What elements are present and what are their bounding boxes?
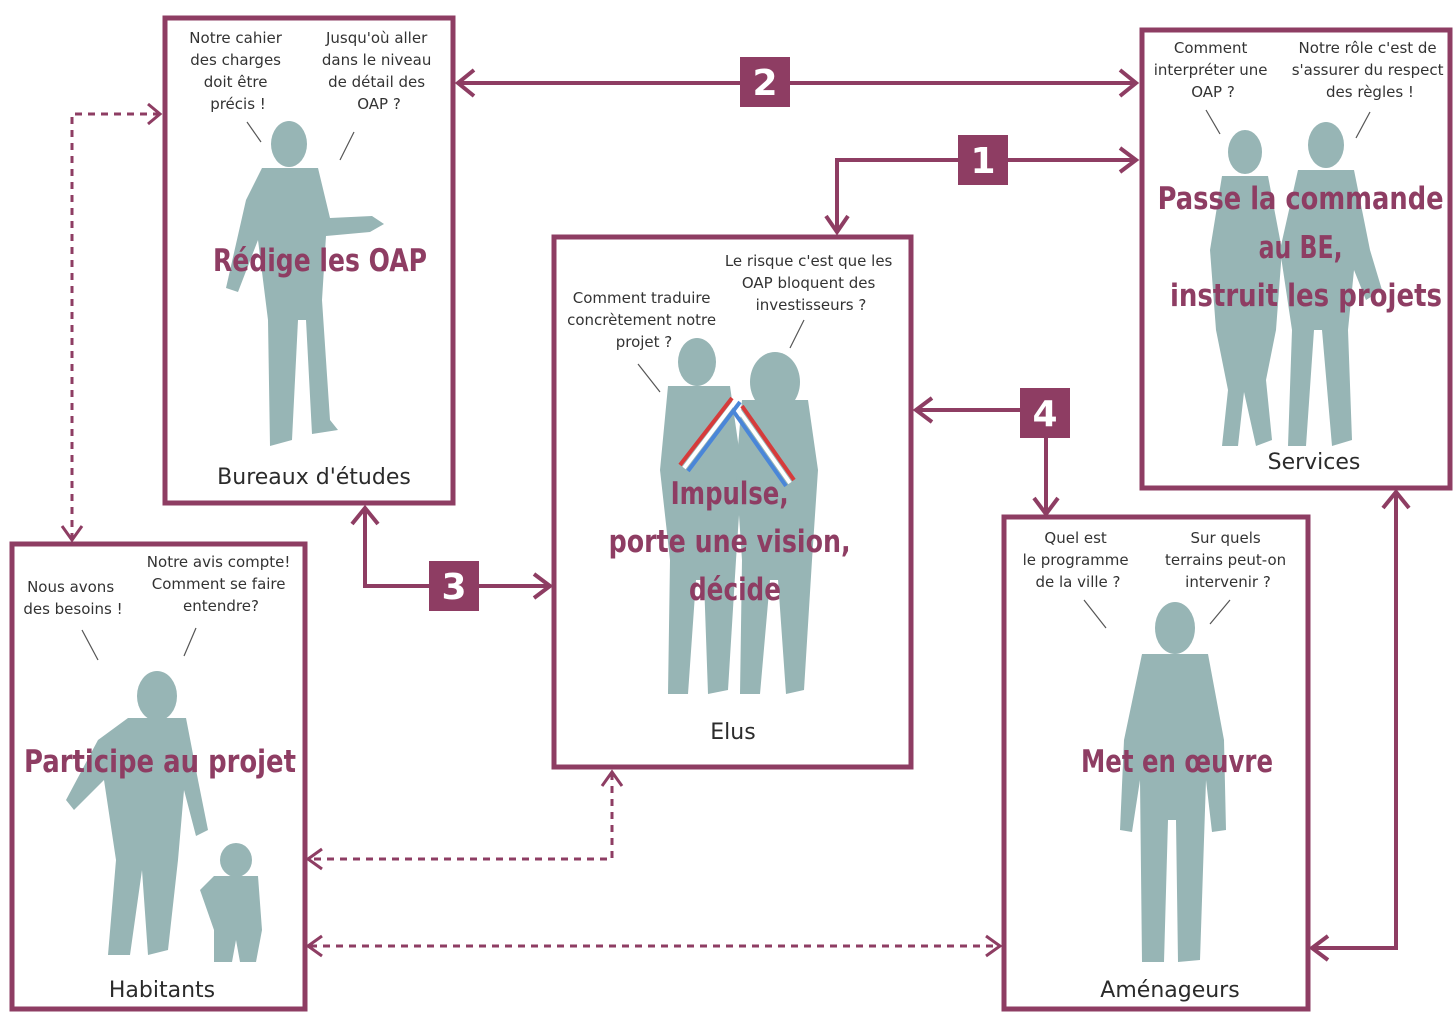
bureaux-person-silhouette xyxy=(226,121,384,446)
services-bubble-2: Notre rôle c'est de s'assurer du respect… xyxy=(1292,39,1449,101)
services-role: Passe la commande au BE, instruit les pr… xyxy=(1158,181,1453,314)
link-services-amenageurs xyxy=(1313,494,1398,950)
link-habitants-amenageurs-head-habitants xyxy=(305,934,323,958)
services-name: Services xyxy=(1268,450,1361,475)
link-2-head-services xyxy=(1118,68,1140,98)
link-4-head-elus xyxy=(912,396,934,424)
amenageurs-bubble-1: Quel est le programme de la ville ? xyxy=(1023,529,1134,591)
link-1-elus-services xyxy=(835,158,1134,230)
services-bubble-1: Comment interpréter une OAP ? xyxy=(1154,39,1273,101)
amenageurs-role: Met en œuvre xyxy=(1081,744,1273,780)
elus-role: Impulse, porte une vision, décide xyxy=(609,476,862,608)
step-badge-1: 1 xyxy=(958,135,1008,185)
link-2-head-bureaux xyxy=(454,68,476,98)
elus-bubble-tail-2 xyxy=(789,319,805,349)
link-4-head-amenageurs xyxy=(1032,496,1060,518)
amenageurs-bubble-tail-2 xyxy=(1209,599,1231,625)
step-number-2: 2 xyxy=(752,63,777,104)
habitants-bubble-tail-2 xyxy=(183,627,197,657)
services-bubble-tail-1 xyxy=(1205,109,1221,135)
habitants-name: Habitants xyxy=(109,978,215,1003)
link-3-head-bureaux xyxy=(350,504,380,526)
bureaux-bubble-1: Notre cahier des charges doit être préci… xyxy=(189,29,286,113)
elus-people-silhouette xyxy=(660,338,818,694)
services-people-silhouette xyxy=(1210,122,1382,446)
bureaux-bubble-2: Jusqu'où aller dans le niveau de détail … xyxy=(322,29,436,113)
link-3-bureaux-elus xyxy=(363,510,548,588)
link-1-head-elus xyxy=(824,214,850,236)
step-number-3: 3 xyxy=(441,567,466,608)
habitants-bubble-tail-1 xyxy=(81,629,99,661)
link-elus-habitants-head-elus xyxy=(600,769,624,787)
link-3-head-elus xyxy=(532,572,554,600)
link-bureaux-habitants-head-habitants xyxy=(60,525,84,543)
amenageurs-name: Aménageurs xyxy=(1100,978,1239,1003)
link-bureaux-habitants-head-bureaux xyxy=(147,102,163,126)
link-services-head xyxy=(1381,488,1411,510)
bureaux-bubble-tail-1 xyxy=(246,121,262,143)
link-elus-habitants-dashed xyxy=(310,773,614,861)
elus-bubble-tail-1 xyxy=(637,363,661,393)
bureaux-bubble-tail-2 xyxy=(339,131,355,161)
habitants-role: Participe au projet xyxy=(24,744,296,780)
link-bureaux-habitants-dashed xyxy=(70,112,160,538)
habitants-bubble-1: Nous avons des besoins ! xyxy=(23,578,122,618)
step-badge-2: 2 xyxy=(740,57,790,107)
link-elus-habitants-head-habitants xyxy=(305,847,323,871)
amenageurs-person-silhouette xyxy=(1120,602,1226,962)
amenageurs-bubble-2: Sur quels terrains peut-on intervenir ? xyxy=(1165,529,1291,591)
habitants-people-silhouette xyxy=(66,671,262,962)
link-amenageurs-head xyxy=(1308,934,1330,962)
habitants-bubble-2: Notre avis compte! Comment se faire ente… xyxy=(147,553,295,615)
step-badge-3: 3 xyxy=(429,561,479,611)
elus-name: Elus xyxy=(710,720,755,745)
bureaux-name: Bureaux d'études xyxy=(217,465,411,490)
step-number-4: 4 xyxy=(1032,394,1057,435)
step-number-1: 1 xyxy=(970,141,995,182)
step-badge-4: 4 xyxy=(1020,388,1070,438)
bureaux-role: Rédige les OAP xyxy=(213,243,427,279)
amenageurs-bubble-tail-1 xyxy=(1083,599,1107,629)
elus-bubble-1: Comment traduire concrètement notre proj… xyxy=(567,289,721,351)
link-1-head-services xyxy=(1118,146,1140,174)
elus-bubble-2: Le risque c'est que les OAP bloquent des… xyxy=(725,252,897,314)
services-bubble-tail-2 xyxy=(1355,111,1371,139)
link-habitants-amenageurs-head-amenageurs xyxy=(985,934,1003,958)
